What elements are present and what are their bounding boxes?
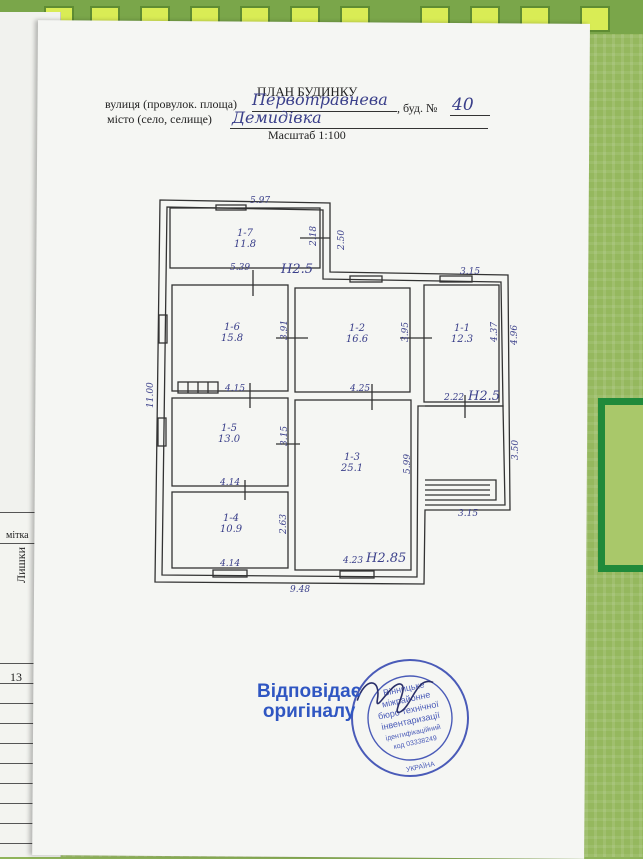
window xyxy=(439,275,473,283)
house-value: 40 xyxy=(452,95,474,115)
house-underline xyxy=(450,115,490,116)
room-area: 13.0 xyxy=(218,434,241,445)
window xyxy=(158,314,168,344)
dim-r11-h-out: 4.96 xyxy=(510,325,520,346)
house-label: , буд. № xyxy=(397,101,438,115)
height-mark-3: Н2.85 xyxy=(365,551,406,566)
document-title: ПЛАН БУДИНКУ xyxy=(257,84,358,99)
dim-r15-h: 3.15 xyxy=(280,426,290,446)
room-area: 10.9 xyxy=(220,524,243,535)
room-area: 15.8 xyxy=(221,333,243,344)
side-table-number: 13 xyxy=(10,670,22,684)
room-outline-1-1 xyxy=(423,284,500,403)
height-mark-1: Н2.5 xyxy=(280,262,313,277)
side-table-header: мітка xyxy=(6,530,29,541)
dim-r16-h: 3.91 xyxy=(280,320,290,340)
room-area: 16.6 xyxy=(346,334,369,345)
room-outline-1-3 xyxy=(294,399,412,571)
certified-copy-stamp: Відповідає оригіналу xyxy=(257,682,361,722)
room-id: 1-4 xyxy=(223,513,239,524)
city-label: місто (село, селище) xyxy=(107,112,212,126)
porch-outline xyxy=(425,405,506,506)
dim-annex-inner: 2.18 xyxy=(309,226,319,247)
room-id: 1-6 xyxy=(224,322,241,333)
window xyxy=(212,569,248,578)
room-id: 1-7 xyxy=(237,228,254,239)
dim-top-width: 5.97 xyxy=(250,196,270,206)
dim-r11-h-in: 4.37 xyxy=(490,322,500,343)
height-mark-2: Н2.5 xyxy=(467,389,500,404)
room-id: 1-3 xyxy=(344,452,360,463)
dim-r12-h: 3.95 xyxy=(401,322,411,342)
room-outline-1-2 xyxy=(294,287,411,393)
street-label: вулиця (провулок. площа) xyxy=(105,97,238,111)
window xyxy=(157,417,167,447)
dim-left-height: 11.00 xyxy=(146,382,156,408)
cloth-square xyxy=(580,6,610,32)
dim-r11-top: 3.15 xyxy=(460,267,480,277)
dim-r15-top: 4.15 xyxy=(224,384,245,394)
window xyxy=(215,204,247,211)
dim-r13-h: 5.99 xyxy=(403,454,413,474)
dim-r16-top: 5.39 xyxy=(230,263,250,273)
window xyxy=(349,275,383,283)
dim-annex-height: 2.50 xyxy=(337,230,347,251)
stamp-line-2: оригіналу xyxy=(262,701,356,722)
dim-r13-top: 4.25 xyxy=(349,384,370,394)
room-outline-1-4 xyxy=(171,491,289,569)
dim-porch-h: 3.50 xyxy=(511,440,521,460)
scale-label: Масштаб 1:100 xyxy=(268,128,346,142)
city-value: Демидівка xyxy=(232,108,322,127)
cloth-frame-pattern xyxy=(598,398,643,572)
official-seal: Вінницьке міжрайонне бюро технічної інве… xyxy=(351,659,469,777)
room-outline-1-5 xyxy=(171,397,289,487)
room-area: 25.1 xyxy=(340,463,363,474)
dim-r14-bottom: 4.14 xyxy=(219,559,240,569)
room-id: 1-5 xyxy=(221,423,237,434)
dim-r13-bottom: 4.23 xyxy=(342,556,363,566)
room-id: 1-1 xyxy=(454,323,470,334)
city-underline xyxy=(230,128,488,129)
window xyxy=(339,570,375,579)
dim-bottom-width: 9.48 xyxy=(290,585,310,595)
dim-r11-bottom: 2.22 xyxy=(443,393,464,403)
room-area: 11.8 xyxy=(234,239,256,250)
porch-steps xyxy=(425,479,497,501)
street-value: Первотравнева xyxy=(252,90,388,109)
dim-r14-top: 4.14 xyxy=(219,478,240,488)
dim-porch-w: 3.15 xyxy=(458,509,478,519)
signature xyxy=(356,680,434,714)
room-id: 1-2 xyxy=(349,323,365,334)
room-area: 12.3 xyxy=(451,334,473,345)
street-underline xyxy=(252,111,397,112)
outer-wall-outer xyxy=(154,199,511,585)
dim-r14-h: 2.63 xyxy=(279,514,289,535)
stamp-line-1: Відповідає xyxy=(257,681,362,702)
